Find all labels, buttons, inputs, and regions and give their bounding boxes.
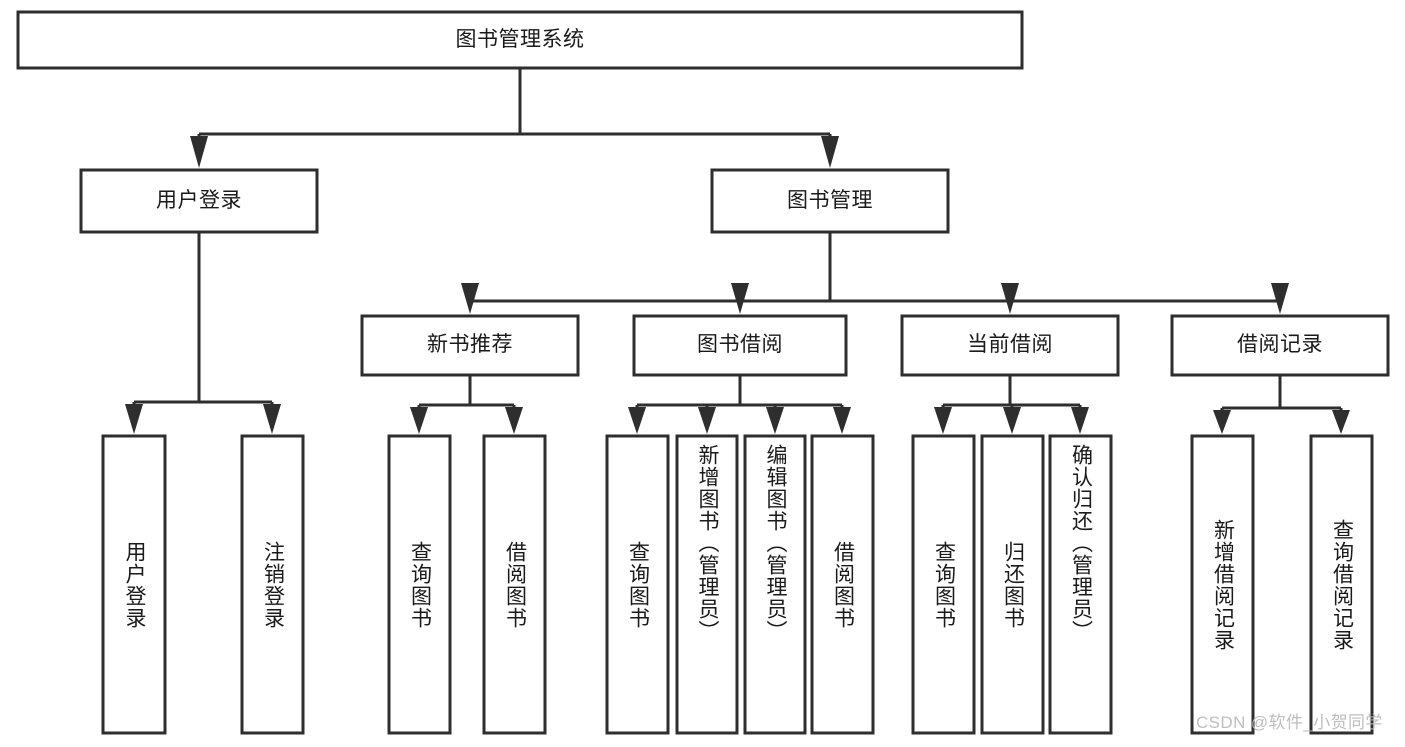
- box-leaf-add-borrow-record[interactable]: [1190, 434, 1255, 735]
- box-leaf-confirm-return-admin[interactable]: [1048, 434, 1113, 735]
- arrowhead-to-book-manage: [821, 136, 839, 168]
- arrowhead-leaf-edit-book-admin: [766, 407, 784, 434]
- arrowhead-leaf-logout-login: [263, 404, 281, 434]
- box-leaf-borrow-book[interactable]: [810, 434, 875, 735]
- arrowhead-leaf-add-borrow-record: [1213, 410, 1231, 434]
- box-leaf-query-borrow-record[interactable]: [1309, 434, 1374, 735]
- arrowhead-to-new-book-rec: [461, 283, 479, 314]
- arrowhead-leaf-user-login: [125, 404, 143, 434]
- box-leaf-logout-login[interactable]: [240, 434, 305, 735]
- box-book-manage[interactable]: [710, 168, 950, 234]
- csdn-watermark: CSDN @软件_小贺同学: [1196, 713, 1383, 732]
- arrowhead-leaf-query-book-rec: [410, 407, 428, 434]
- box-leaf-user-login[interactable]: [101, 434, 167, 735]
- box-leaf-add-book-admin[interactable]: [675, 434, 739, 735]
- arrowhead-leaf-query-book-cur: [934, 407, 952, 434]
- arrowhead-leaf-confirm-return-admin: [1071, 407, 1089, 434]
- box-user-login[interactable]: [79, 168, 319, 234]
- arrowhead-to-book-borrow: [731, 283, 749, 314]
- arrowhead-to-borrow-record: [1271, 283, 1289, 314]
- box-leaf-query-book-rec[interactable]: [387, 434, 452, 735]
- arrowhead-leaf-borrow-book-rec: [505, 407, 523, 434]
- arrowhead-leaf-query-book-borrow: [628, 407, 646, 434]
- arrowhead-leaf-query-borrow-record: [1332, 410, 1350, 434]
- box-leaf-query-book-cur[interactable]: [911, 434, 976, 735]
- arrowhead-leaf-add-book-admin: [698, 407, 716, 434]
- arrowhead-leaf-return-book: [1003, 407, 1021, 434]
- box-leaf-borrow-book-rec[interactable]: [482, 434, 547, 735]
- box-borrow-record[interactable]: [1170, 314, 1390, 377]
- arrowheads: [125, 136, 1350, 434]
- node-boxes: [16, 10, 1390, 735]
- box-leaf-return-book[interactable]: [980, 434, 1045, 735]
- box-leaf-query-book-borrow[interactable]: [605, 434, 670, 735]
- box-root[interactable]: [16, 10, 1024, 70]
- box-new-book-rec[interactable]: [360, 314, 580, 377]
- arrowhead-to-user-login: [190, 136, 208, 168]
- arrowhead-leaf-borrow-book: [833, 407, 851, 434]
- box-leaf-edit-book-admin[interactable]: [743, 434, 807, 735]
- box-current-borrow[interactable]: [900, 314, 1120, 377]
- box-book-borrow[interactable]: [632, 314, 848, 377]
- arrowhead-to-current-borrow: [1001, 283, 1019, 314]
